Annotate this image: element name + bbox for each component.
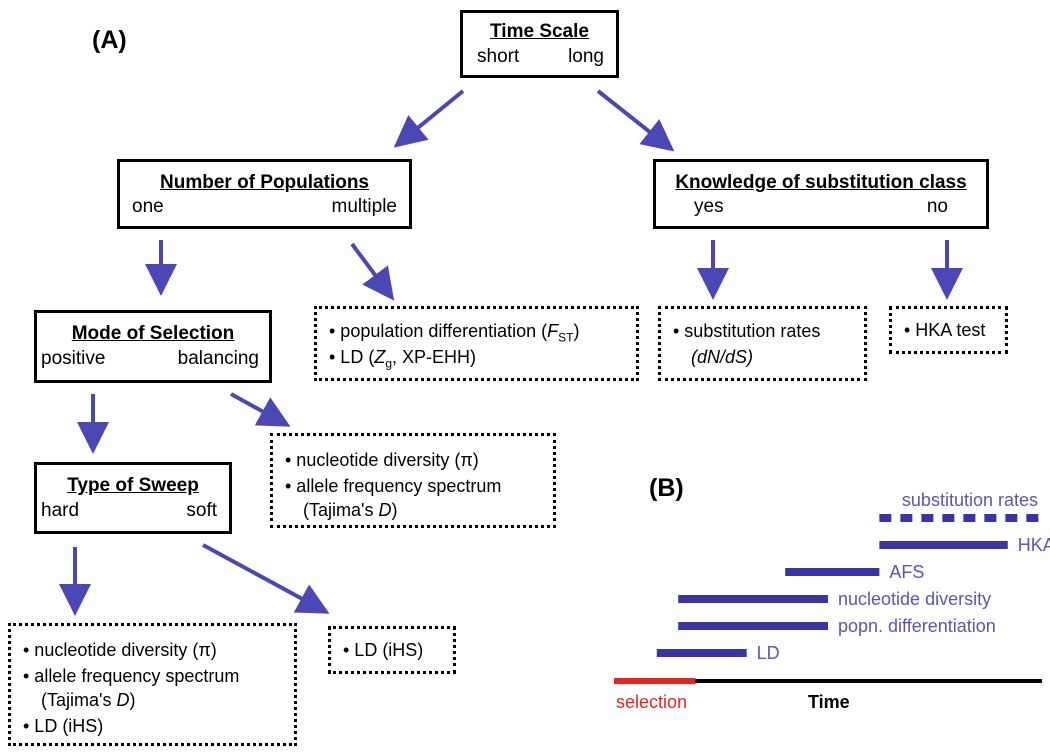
selection-balancing: balancing: [177, 348, 259, 369]
timeline-label-afs: AFS: [889, 562, 924, 582]
substitution-yes: yes: [694, 196, 724, 217]
number-of-populations-title: Number of Populations: [160, 172, 369, 193]
population-differentiation-box: • population differentiation (FST) • LD …: [314, 306, 639, 381]
mode-of-selection-box: Mode of Selection positive balancing: [34, 310, 272, 383]
panel-a-label: (A): [92, 26, 127, 54]
soft-sweep-tests-box: • LD (iHS): [328, 626, 456, 674]
arrow-time-to-populations: [393, 89, 465, 148]
allele-frequency-spectrum-line: • allele frequency spectrum: [285, 476, 502, 496]
populations-one: one: [132, 196, 164, 217]
type-of-sweep-title: Type of Sweep: [67, 475, 199, 496]
hard-sweep-tests-box: • nucleotide diversity (π) • allele freq…: [8, 623, 297, 746]
knowledge-substitution-box: Knowledge of substitution class yes no: [653, 159, 989, 229]
number-of-populations-box: Number of Populations one multiple: [117, 159, 412, 229]
population-differentiation-line: • population differentiation (FST): [329, 321, 580, 345]
arrow-mode-to-balancing: [230, 392, 291, 427]
populations-multiple: multiple: [331, 196, 397, 217]
ld-zg-xpehh-line: • LD (Zg, XP-EHH): [329, 347, 477, 371]
sweep-soft: soft: [186, 500, 217, 521]
balancing-tests-box: • nucleotide diversity (π) • allele freq…: [270, 433, 556, 528]
timeline-label-ld: LD: [757, 643, 780, 663]
time-scale-short: short: [477, 46, 520, 67]
hard-tajimas-d-line: (Tajima's D): [41, 690, 136, 710]
type-of-sweep-box: Type of Sweep hard soft: [34, 462, 232, 534]
nucleotide-diversity-line: • nucleotide diversity (π): [285, 450, 479, 470]
timeline-label-popn-differentiation: popn. differentiation: [838, 616, 996, 636]
panel-b-label: (B): [649, 474, 684, 502]
mode-of-selection-title: Mode of Selection: [71, 323, 235, 344]
time-scale-box: Time Scale short long: [460, 10, 619, 78]
hard-ld-ihs-line: • LD (iHS): [23, 716, 104, 736]
substitution-no: no: [926, 196, 948, 217]
soft-ld-ihs-line: • LD (iHS): [343, 640, 424, 660]
dn-ds-line: (dN/dS): [691, 347, 754, 367]
tajimas-d-line: (Tajima's D): [303, 500, 398, 520]
hard-nucleotide-diversity-line: • nucleotide diversity (π): [23, 640, 217, 660]
timeline-label-hka: HKA: [1018, 535, 1050, 555]
selection-positive: positive: [41, 348, 106, 369]
time-axis-label: Time: [808, 692, 850, 712]
knowledge-substitution-title: Knowledge of substitution class: [675, 172, 967, 193]
arrow-populations-to-popdiff: [350, 242, 395, 301]
substitution-rates-box: • substitution rates (dN/dS): [658, 306, 867, 381]
hka-test-box: • HKA test: [889, 306, 1008, 354]
timeline-label-substitution-rates: substitution rates: [902, 490, 1038, 510]
time-scale-long: long: [568, 46, 604, 67]
arrow-sweep-to-soft: [202, 543, 330, 614]
selection-label: selection: [616, 692, 687, 712]
hka-test-line: • HKA test: [904, 320, 986, 340]
arrow-time-to-substitution: [596, 89, 675, 152]
timeline-label-nucleotide-diversity: nucleotide diversity: [838, 589, 991, 609]
substitution-rates-line: • substitution rates: [673, 321, 821, 341]
hard-allele-frequency-spectrum-line: • allele frequency spectrum: [23, 666, 240, 686]
sweep-hard: hard: [41, 500, 80, 521]
time-scale-title: Time Scale: [490, 21, 589, 42]
